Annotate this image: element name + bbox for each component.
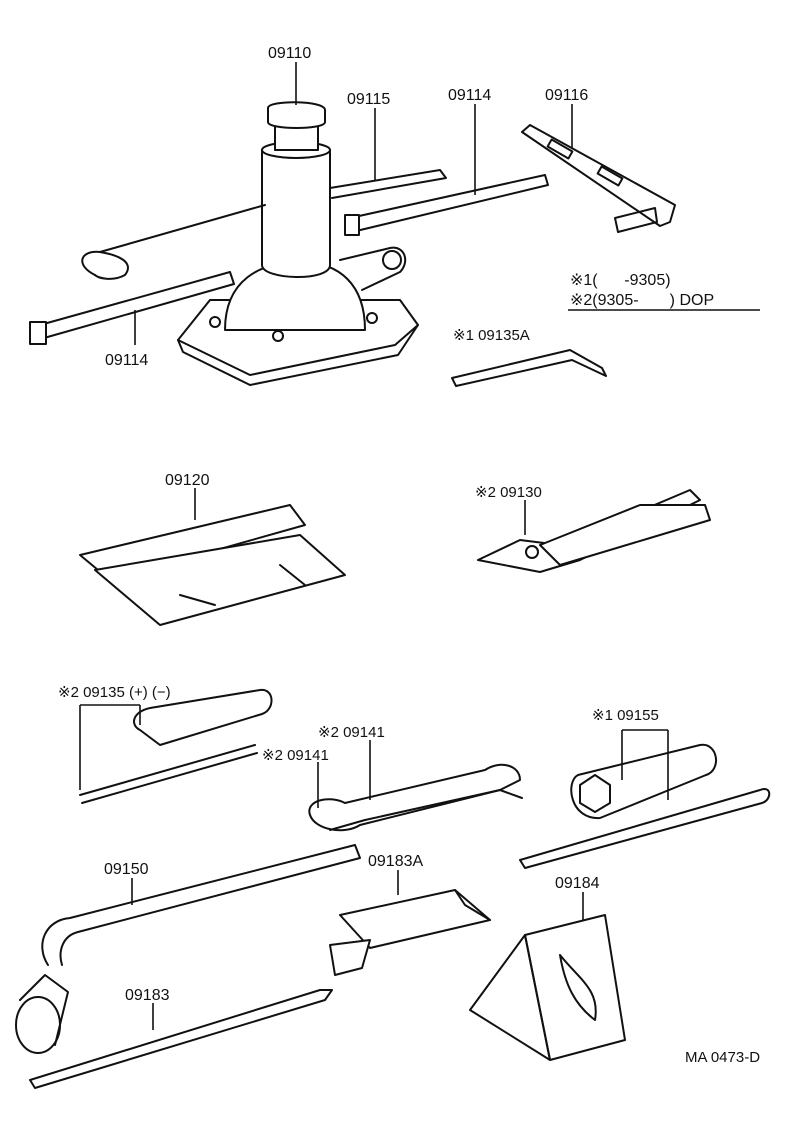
label-09183: 09183 xyxy=(125,987,170,1004)
extension-bar-left-part xyxy=(29,271,235,345)
label-09141-b: ※2 09141 xyxy=(262,747,329,764)
tool-bag-part xyxy=(79,504,346,626)
label-09130: ※2 09130 xyxy=(475,484,542,501)
bar-09135a-part xyxy=(451,349,607,387)
label-09120: 09120 xyxy=(165,472,210,489)
label-09114-top: 09114 xyxy=(448,87,491,104)
label-09135: ※2 09135 (+) (−) xyxy=(58,684,171,701)
extension-bar-top-part xyxy=(344,174,549,236)
diagram-code: MA 0473-D xyxy=(685,1049,760,1066)
label-09150: 09150 xyxy=(104,861,149,878)
jack-part xyxy=(177,101,419,386)
jack-handle-part xyxy=(81,169,447,280)
wheel-chock-part xyxy=(469,914,626,1061)
label-09183a: 09183A xyxy=(368,853,423,870)
lug-wrench-handle-part xyxy=(15,844,361,1054)
legend-line-1: ※1( -9305) xyxy=(570,272,671,289)
leader-lines xyxy=(79,62,760,1030)
pliers-part xyxy=(477,489,711,573)
bracket-part xyxy=(329,889,491,976)
label-09114-left: 09114 xyxy=(105,352,148,369)
label-09115: 09115 xyxy=(347,91,390,108)
label-09184: 09184 xyxy=(555,875,600,892)
label-09110: 09110 xyxy=(268,45,311,62)
screwdriver-part xyxy=(79,688,273,804)
socket-wrench-part xyxy=(519,743,771,869)
label-09141-a: ※2 09141 xyxy=(318,724,385,741)
jack-wrench-part xyxy=(521,124,676,233)
label-09135a: ※1 09135A xyxy=(453,327,530,344)
label-09116: 09116 xyxy=(545,87,588,104)
date-legend: ※1( -9305) ※2(9305- ) DOP xyxy=(570,272,714,309)
bar-09183-part xyxy=(29,989,333,1089)
legend-line-2: ※2(9305- ) DOP xyxy=(570,292,714,309)
open-wrench-part xyxy=(308,763,523,832)
part-labels: 09110 09115 09114 09116 09114 ※1 09135A … xyxy=(58,45,659,1004)
label-09155: ※1 09155 xyxy=(592,707,659,724)
